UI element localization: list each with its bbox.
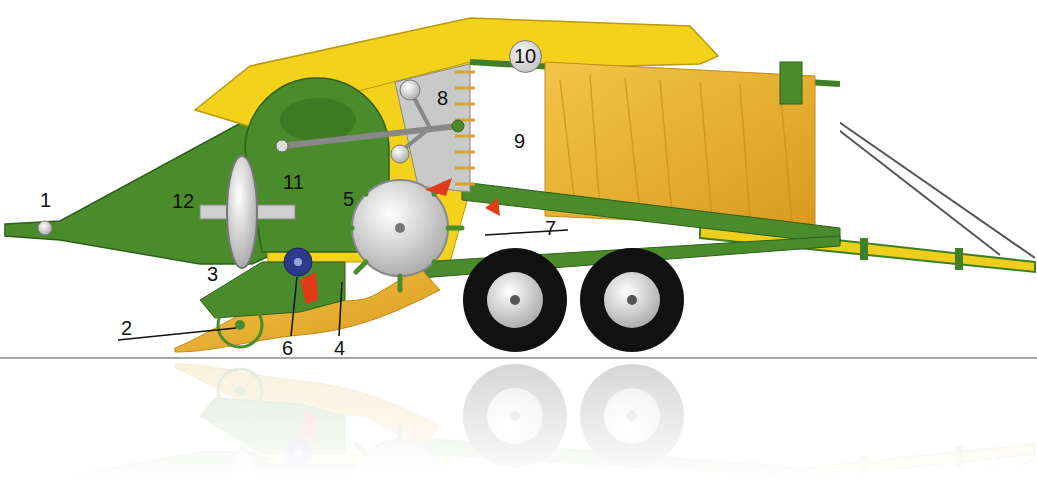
callout-number: 6 <box>282 338 293 358</box>
callout-number: 5 <box>343 189 354 209</box>
callout-number: 7 <box>545 218 556 238</box>
callout-number: 8 <box>437 88 448 108</box>
callout-number: 12 <box>172 191 194 211</box>
number-circle: 10 <box>509 40 542 73</box>
callout-number: 10 <box>514 46 536 66</box>
callout-number: 1 <box>40 190 51 210</box>
callout-number: 9 <box>514 131 525 151</box>
callout-number: 11 <box>283 172 304 192</box>
callout-number: 3 <box>207 264 218 284</box>
callout-number: 2 <box>121 318 132 338</box>
callout-number: 4 <box>334 338 345 358</box>
